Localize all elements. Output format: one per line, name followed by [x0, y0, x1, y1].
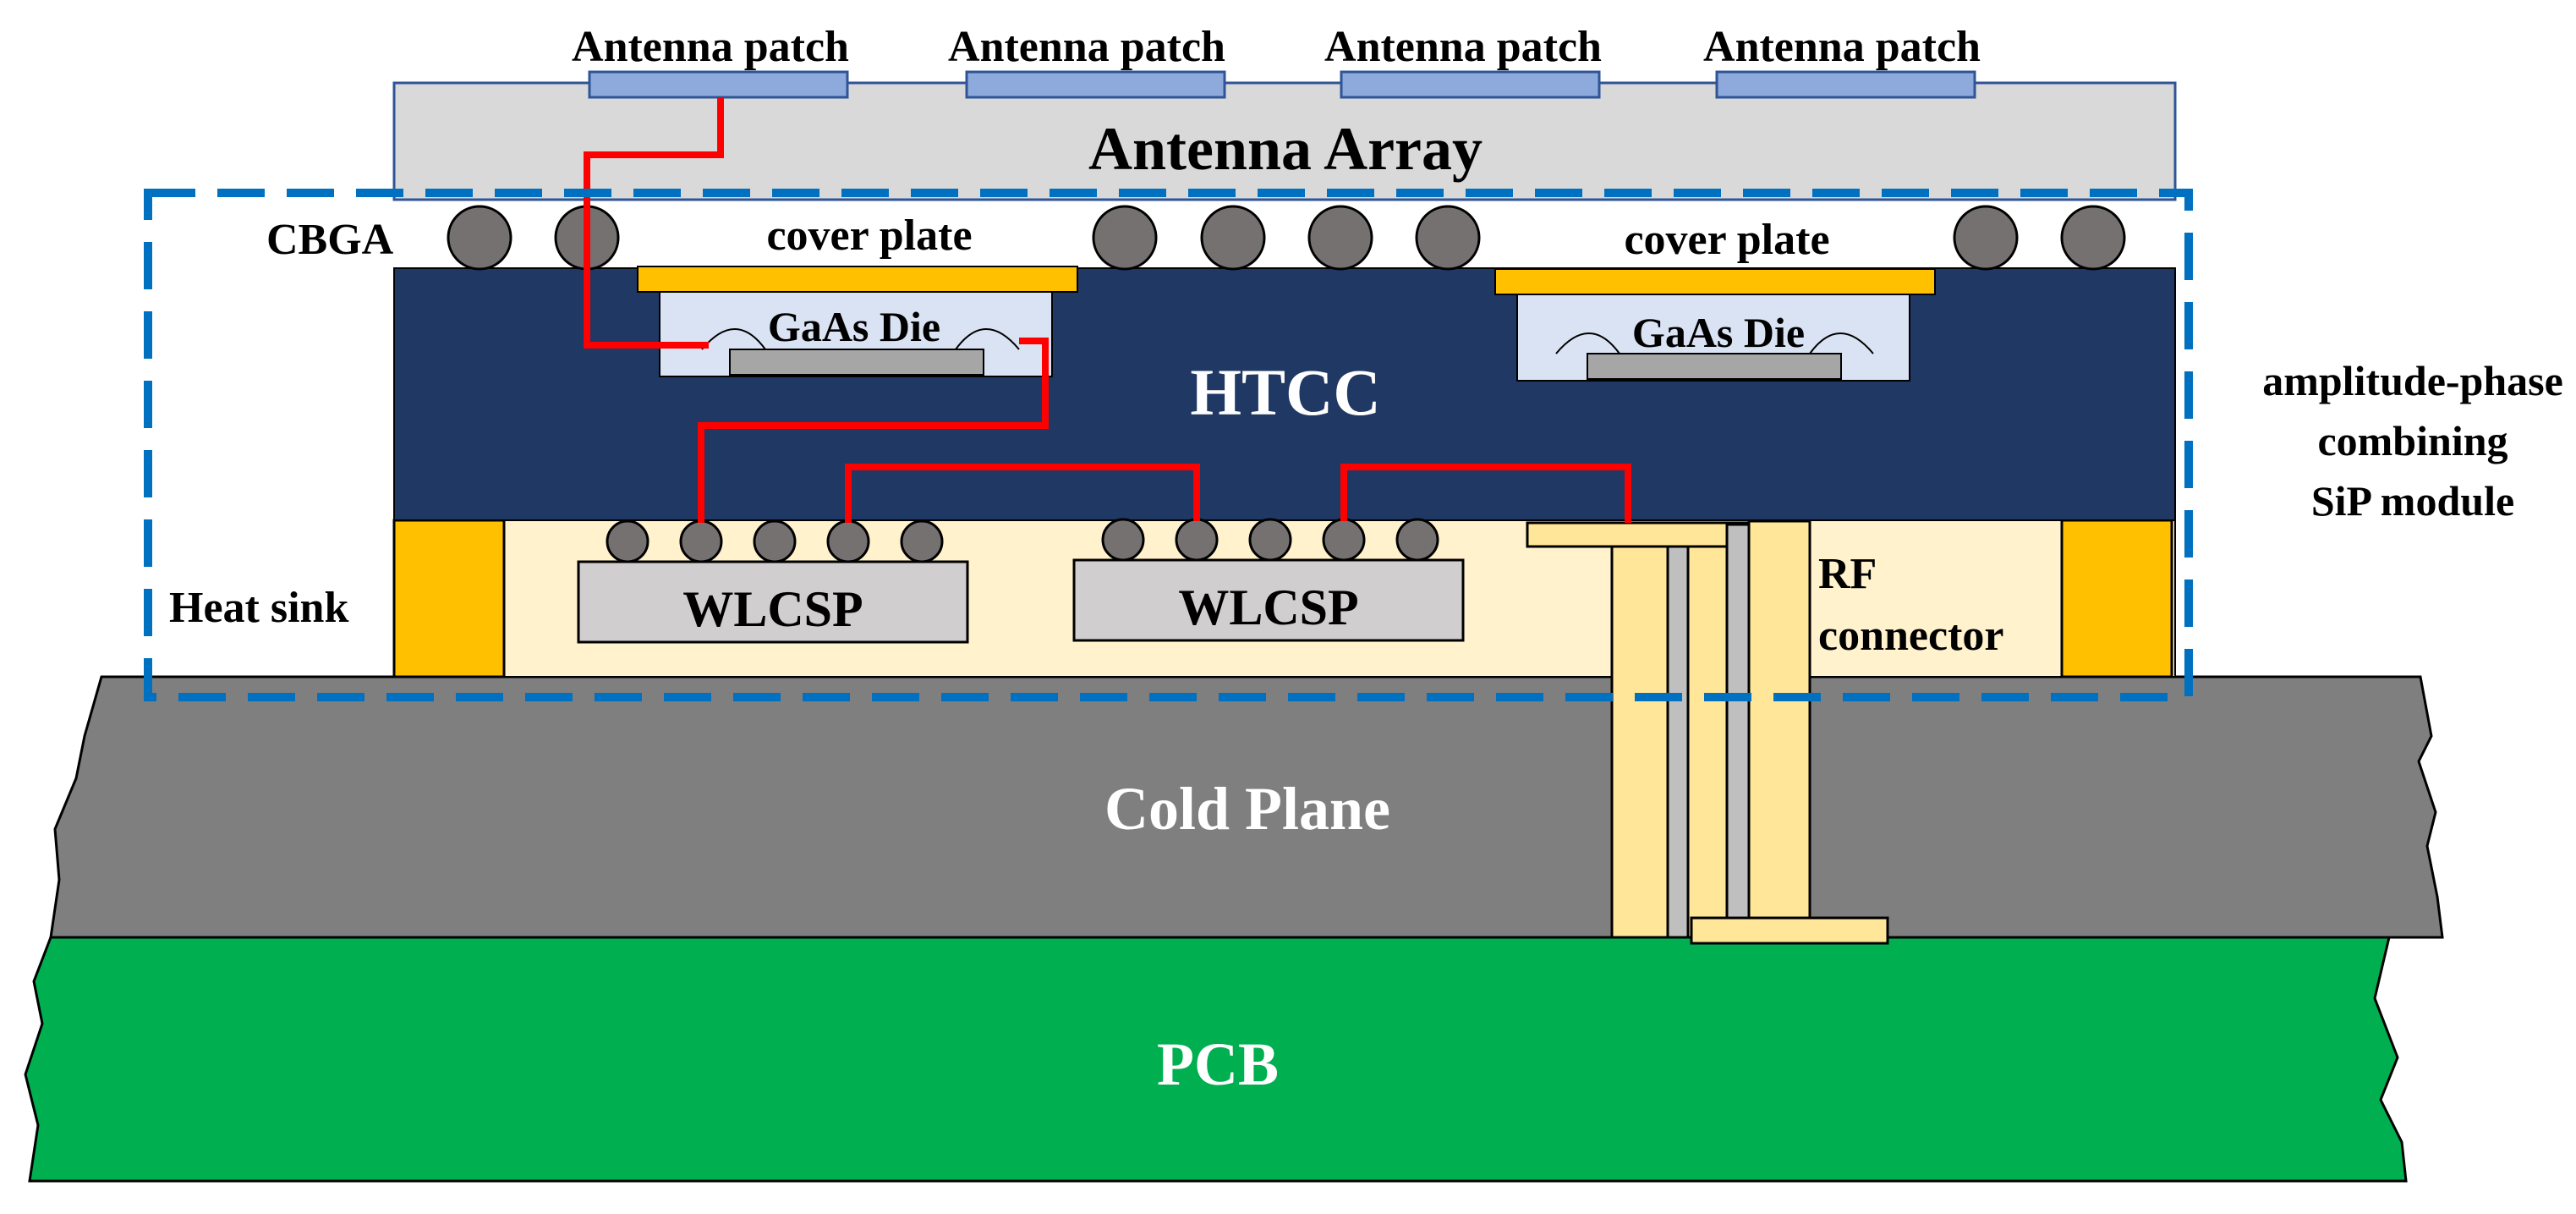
trace-patch-to-die [584, 97, 724, 349]
wlcsp-ball [679, 519, 723, 563]
wlcsp-ball [1248, 518, 1292, 562]
pcb-layer [24, 936, 2408, 1183]
cbga-ball [1953, 205, 2019, 271]
heat-sink-label: Heat sink [169, 584, 348, 632]
cbga-ball [1307, 205, 1373, 271]
module-label-line1: amplitude-phase [2262, 357, 2563, 404]
wlcsp-label-left: WLCSP [682, 581, 863, 637]
antenna-patch-1 [588, 70, 849, 99]
cover-plate-label-right: cover plate [1624, 216, 1829, 264]
cbga-label: CBGA [266, 216, 394, 264]
rf-connector [1526, 519, 1889, 945]
cbga-ball [1092, 205, 1158, 271]
wlcsp-balls [606, 518, 1439, 563]
rf-connector-bottom-flange [1690, 916, 1889, 945]
cover-plate-label-left: cover plate [766, 211, 972, 260]
trace-wlcsp-to-rf [1340, 464, 1631, 523]
wlcsp-ball [900, 519, 944, 563]
module-label-line3: SiP module [2311, 477, 2514, 525]
wlcsp-ball [1175, 518, 1219, 562]
cbga-ball [1415, 205, 1481, 271]
rf-connector-outer-right [1747, 519, 1811, 939]
wlcsp-ball [1101, 518, 1145, 562]
wlcsp-ball [826, 519, 870, 563]
antenna-array [392, 81, 2177, 201]
module-label-line2: combining [2317, 417, 2507, 464]
rf-connector-center-pin [1686, 545, 1729, 939]
heat-sink-right [2060, 519, 2173, 678]
gaas-die-label-left: GaAs Die [768, 303, 940, 350]
cbga-ball [1200, 205, 1266, 271]
cbga-ball [447, 205, 512, 271]
bond-wire [701, 328, 766, 350]
antenna-patch-2 [965, 70, 1226, 99]
sip-module-boundary [144, 189, 2193, 701]
antenna-patch-3 [1340, 70, 1601, 99]
bond-wire [1809, 332, 1874, 354]
antenna-patch-4 [1715, 70, 1976, 99]
heat-sink-left [392, 519, 506, 678]
bond-wire [955, 328, 1020, 350]
wlcsp-label-right: WLCSP [1178, 580, 1358, 635]
signal-traces [584, 97, 1631, 523]
rf-connector-label-line1: RF [1818, 550, 1877, 598]
pcb-label: PCB [1157, 1030, 1279, 1098]
antenna-patch-label-1: Antenna patch [572, 23, 849, 71]
cover-plate-right [1494, 268, 1936, 295]
wlcsp-chip-left [577, 560, 969, 644]
gaas-die-right [1587, 353, 1842, 380]
antenna-patch-label-2: Antenna patch [948, 23, 1225, 71]
htcc-label: HTCC [1190, 355, 1380, 429]
cbga-balls [447, 205, 2126, 271]
wlcsp-ball [753, 519, 797, 563]
antenna-array-label: Antenna Array [1088, 115, 1483, 183]
wlcsp-chip-right [1072, 558, 1465, 642]
rf-connector-shield-left [1666, 545, 1690, 939]
cbga-ball [2060, 205, 2126, 271]
wlcsp-ball [1322, 518, 1366, 562]
trace-wlcsp-to-wlcsp [845, 464, 1200, 523]
cold-plane-label: Cold Plane [1104, 775, 1390, 843]
rf-connector-shield-right [1725, 523, 1751, 939]
antenna-patch-label-3: Antenna patch [1324, 23, 1602, 71]
trace-die-to-wlcsp [698, 338, 1049, 523]
wlcsp-ball [1395, 518, 1439, 562]
bond-wire [1555, 332, 1620, 354]
gaas-die-left [729, 349, 984, 376]
cold-plane-layer [49, 675, 2444, 939]
wlcsp-ball [606, 519, 649, 563]
rf-connector-outer-left [1610, 545, 1669, 939]
cover-plate-left [637, 266, 1078, 293]
gaas-die-label-right: GaAs Die [1632, 309, 1805, 356]
antenna-patch-label-4: Antenna patch [1703, 23, 1981, 71]
rf-connector-label-line2: connector [1818, 612, 2003, 660]
